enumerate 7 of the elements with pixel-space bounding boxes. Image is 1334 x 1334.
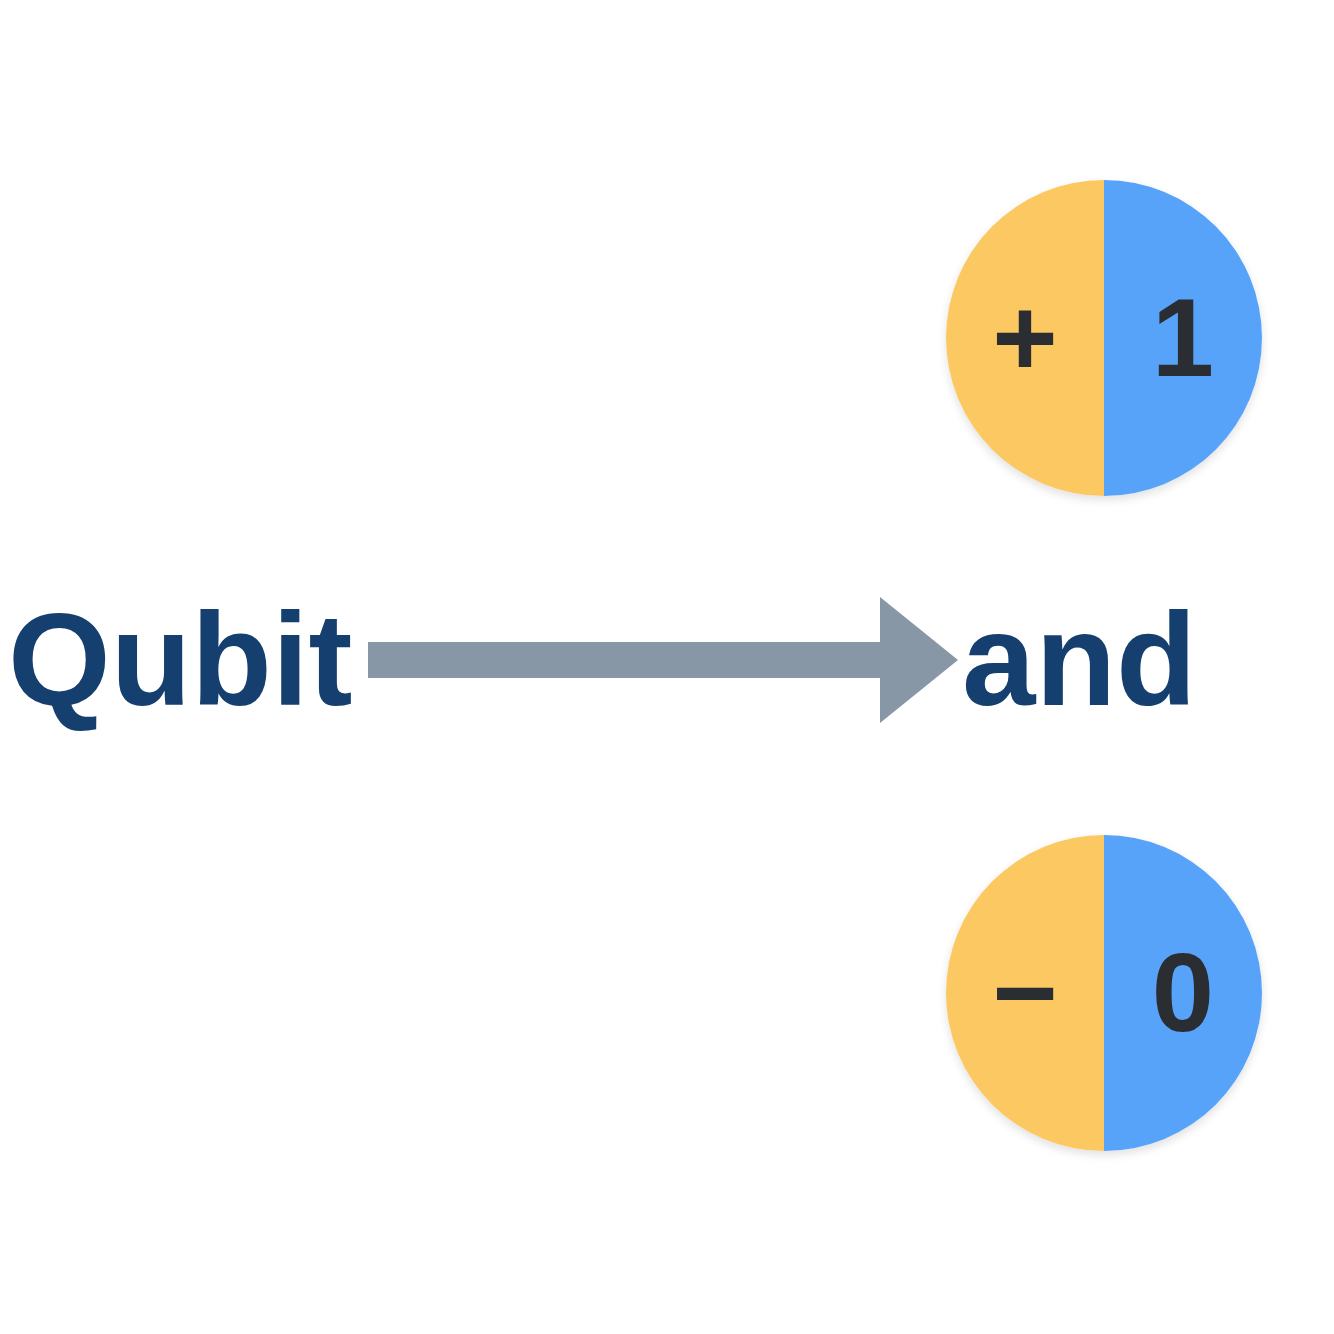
circle-symbol: − bbox=[991, 929, 1059, 1057]
arrow bbox=[368, 597, 958, 723]
circle-symbol: 1 bbox=[1150, 274, 1216, 402]
word-label: Qubit bbox=[8, 590, 364, 730]
word-label: and bbox=[962, 590, 1232, 730]
circle-symbol: 0 bbox=[1150, 929, 1216, 1057]
circle-symbol: + bbox=[991, 274, 1059, 402]
